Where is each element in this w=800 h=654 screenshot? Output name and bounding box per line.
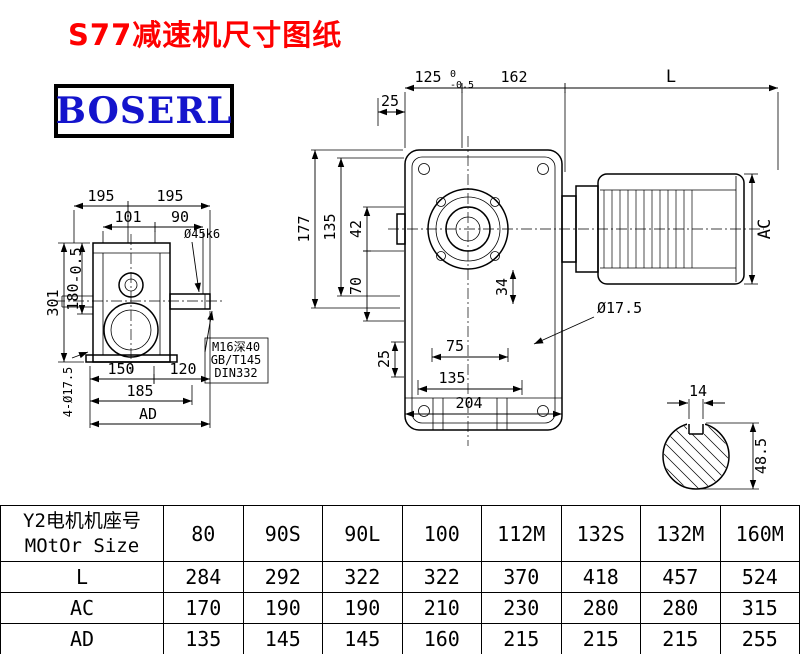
table-cell: 170 [163,592,244,624]
table-cell: 322 [322,561,403,593]
table-cell: 135 [163,623,244,654]
column-header-112m: 112M [481,505,562,562]
dim-motor-diameter-AC: AC [755,219,775,239]
front-view-dimensions: 125 0 -0.5 162 L 25 177 135 42 [295,67,779,418]
dim-34: 34 [493,278,511,296]
table-cell: 284 [163,561,244,593]
shaft-end-dimensions: 14 48.5 [667,382,770,490]
front-view-outline [388,136,764,446]
table-cell: 215 [640,623,721,654]
table-cell: 418 [560,561,641,593]
dim-shaft-height-48-5: 48.5 [752,438,770,474]
table-header-row: Y2电机机座号 MOtOr Size 80 90S 90L 100 112M 1… [0,505,800,562]
table-cell: 190 [242,592,323,624]
technical-drawing: 195 195 101 90 Ø45k6 301 180-0.5 [44,67,779,490]
dim-70: 70 [347,277,365,295]
header-motor-frame-cn: Y2电机机座号 [23,509,141,532]
side-view-dimensions: 195 195 101 90 Ø45k6 301 180-0.5 [44,187,269,428]
dim-ad: AD [139,405,157,423]
column-header-132m: 132M [640,505,721,562]
dim-125: 125 [414,68,441,86]
dim-125-tolerance-lower: -0.5 [450,80,474,91]
row-label-AC: AC [0,592,164,624]
table-cell: 280 [560,592,641,624]
dim-180: 180-0.5 [64,247,85,310]
boserl-logo-text: BOSERL [55,90,233,132]
side-view-outline [54,234,222,372]
dim-hole-diameter: Ø17.5 [597,299,642,317]
table-corner-header: Y2电机机座号 MOtOr Size [0,505,164,562]
drawing-title: S77减速机尺寸图纸 [68,18,343,52]
row-label-AD: AD [0,623,164,654]
column-header-160m: 160M [719,505,800,562]
note-thread: M16深40 [212,340,260,354]
note-standard-1: GB/T145 [211,353,262,367]
column-header-90s: 90S [242,505,323,562]
table-cell: 230 [481,592,562,624]
dim-301: 301 [44,289,62,316]
boserl-logo: BOSERL [54,84,234,138]
column-header-90l: 90L [322,505,403,562]
table-cell: 145 [242,623,323,654]
row-label-L: L [0,561,164,593]
table-cell: 210 [401,592,482,624]
dim-177: 177 [295,215,313,242]
dim-180-value: 180 [64,284,82,311]
dim-195-right: 195 [156,187,183,205]
table-cell: 524 [719,561,800,593]
table-row: L 284 292 322 322 370 418 457 524 [0,561,800,593]
table-cell: 315 [719,592,800,624]
dim-185: 185 [126,382,153,400]
dim-motor-length-L: L [666,67,676,87]
table-row: AD 135 145 145 160 215 215 215 255 [0,623,800,654]
dim-75: 75 [446,337,464,355]
motor-size-table: Y2电机机座号 MOtOr Size 80 90S 90L 100 112M 1… [0,505,800,654]
dim-25-top: 25 [381,92,399,110]
table-cell: 280 [640,592,721,624]
dim-101: 101 [114,208,141,226]
dim-195-left: 195 [87,187,114,205]
dim-135-bottom: 135 [438,369,465,387]
dim-135-left: 135 [321,213,339,240]
dim-150: 150 [107,360,134,378]
shaft-end-view [662,419,730,490]
motor-cooling-fins [603,190,693,268]
table-cell: 215 [560,623,641,654]
dim-204: 204 [455,394,482,412]
dim-25-left: 25 [375,350,393,368]
table-cell: 255 [719,623,800,654]
column-header-132s: 132S [560,505,641,562]
dim-mounting-holes: 4-Ø17.5 [61,367,75,418]
column-header-80: 80 [163,505,244,562]
dim-shaft-diameter: Ø45k6 [184,227,220,241]
table-cell: 322 [401,561,482,593]
table-cell: 190 [322,592,403,624]
column-header-100: 100 [401,505,482,562]
table-cell: 370 [481,561,562,593]
table-row: AC 170 190 190 210 230 280 280 315 [0,592,800,624]
dim-180-tolerance: -0.5 [67,247,85,283]
dim-90: 90 [171,208,189,226]
table-cell: 457 [640,561,721,593]
header-motor-frame-en: MOtOr Size [24,534,140,557]
dim-42: 42 [347,220,365,238]
dim-120: 120 [169,360,196,378]
note-standard-2: DIN332 [214,366,257,380]
dim-125-tolerance-upper: 0 [450,69,456,80]
table-cell: 145 [322,623,403,654]
table-cell: 292 [242,561,323,593]
dim-162: 162 [500,68,527,86]
dim-keyway-width-14: 14 [689,382,707,400]
table-cell: 215 [481,623,562,654]
table-cell: 160 [401,623,482,654]
